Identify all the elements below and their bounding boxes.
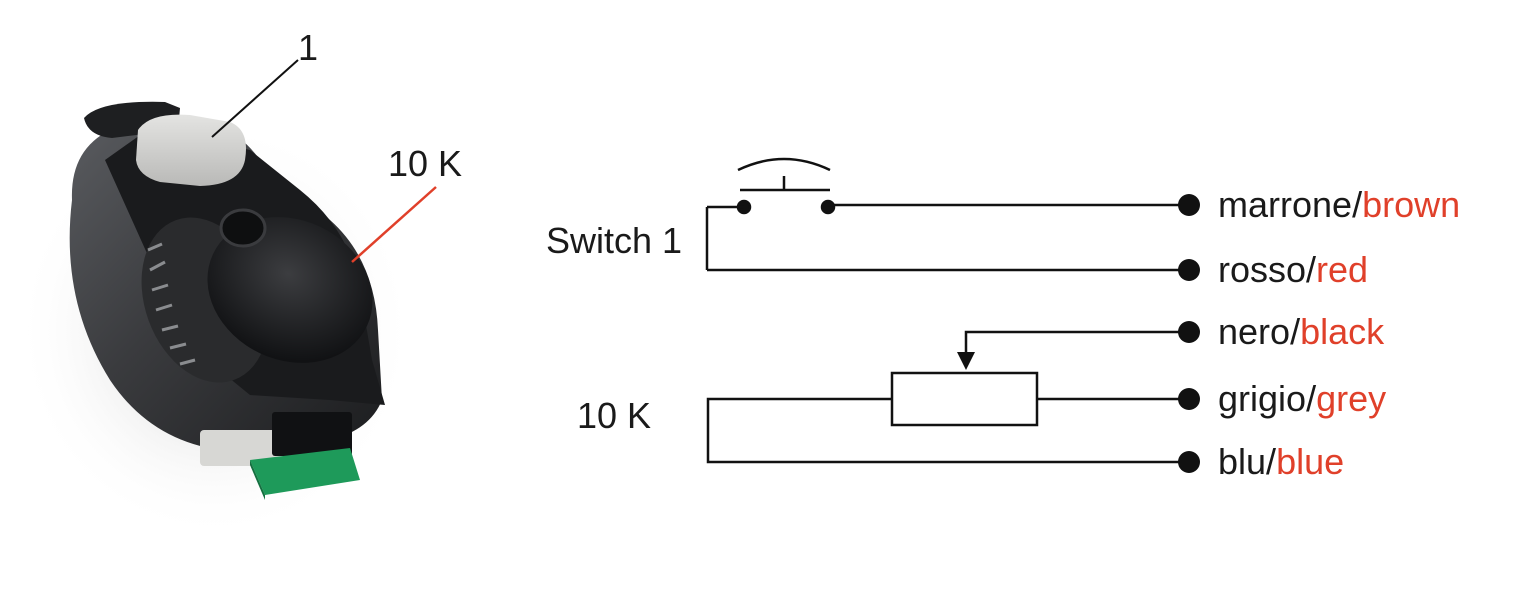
- wire-label-it: rosso: [1218, 249, 1306, 290]
- wiper-line: [964, 330, 1188, 358]
- wire-label-blue: blu/blue: [1218, 441, 1344, 482]
- button-callout-line: [211, 59, 299, 138]
- wire-label-sep: /: [1306, 249, 1316, 290]
- pcb-board: [250, 448, 360, 495]
- knob-screw: [219, 208, 267, 248]
- wire-label-it: nero: [1218, 311, 1290, 352]
- wire-label-sep: /: [1266, 441, 1276, 482]
- wire-label-en: red: [1316, 249, 1368, 290]
- switch-label: Switch 1: [546, 220, 682, 261]
- switch-actuator-arc: [737, 157, 831, 172]
- rocker-knob: [207, 217, 373, 363]
- push-button: [136, 114, 246, 186]
- wire-label-sep: /: [1352, 184, 1362, 225]
- wire-label-sep: /: [1306, 378, 1316, 419]
- terminal-black: [1178, 321, 1200, 343]
- wire-label-grey: grigio/grey: [1218, 378, 1386, 419]
- wire-label-it: marrone: [1218, 184, 1352, 225]
- wire-label-en: brown: [1362, 184, 1460, 225]
- potentiometer-label: 10 K: [577, 395, 651, 436]
- wire-label-sep: /: [1290, 311, 1300, 352]
- resistor-body: [890, 371, 1039, 427]
- schematic: [705, 157, 1188, 464]
- wire-label-brown: marrone/brown: [1218, 184, 1460, 225]
- wiper-arrowhead: [957, 352, 975, 370]
- wire-label-red: rosso/red: [1218, 249, 1368, 290]
- terminal-brown: [1178, 194, 1200, 216]
- potentiometer-callout-line: [351, 186, 437, 263]
- potentiometer-callout-label: 10 K: [388, 143, 462, 184]
- connector-clip: [272, 412, 352, 456]
- wire-label-en: black: [1300, 311, 1385, 352]
- terminal-grey: [1178, 388, 1200, 410]
- product-illustration: [15, 101, 415, 540]
- terminal-blue: [1178, 451, 1200, 473]
- switch-terminal-right: [820, 199, 836, 215]
- wire-label-en: blue: [1276, 441, 1344, 482]
- pcb-edge: [250, 460, 265, 500]
- wire-label-en: grey: [1316, 378, 1386, 419]
- wire-label-it: blu: [1218, 441, 1266, 482]
- wire-label-black: nero/black: [1218, 311, 1385, 352]
- resistor-left-lead: [706, 397, 1188, 464]
- terminal-red: [1178, 259, 1200, 281]
- button-callout-label: 1: [298, 27, 318, 68]
- wire-label-it: grigio: [1218, 378, 1306, 419]
